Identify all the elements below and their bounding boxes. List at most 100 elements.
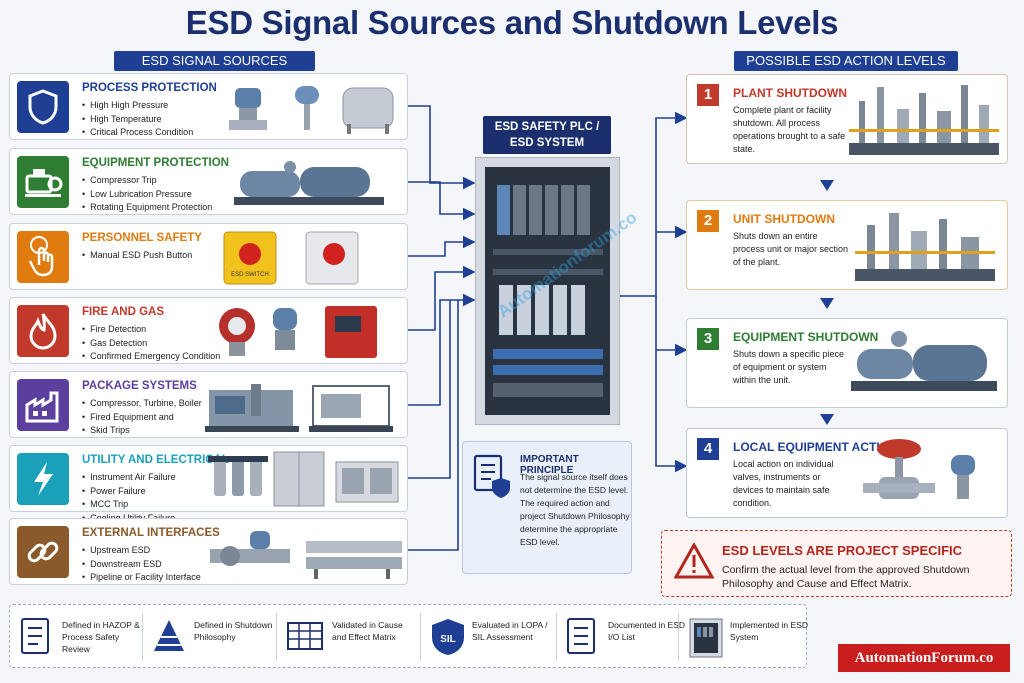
svg-text:SIL: SIL <box>440 634 456 645</box>
divider <box>678 613 679 661</box>
package-skids-image <box>205 384 393 432</box>
level-number: 4 <box>697 438 719 460</box>
warning-body: Confirm the actual level from the approv… <box>722 564 970 590</box>
connector-package <box>408 293 476 406</box>
source-items: Compressor, Turbine, BoilerFired Equipme… <box>82 397 202 438</box>
checklist-shield-icon <box>473 454 510 498</box>
source-fire-and-gas: FIRE AND GAS Fire DetectionGas Detection… <box>9 297 408 364</box>
source-items: Fire DetectionGas DetectionConfirmed Eme… <box>82 323 220 364</box>
source-process-protection: PROCESS PROTECTION High High PressureHig… <box>9 73 408 140</box>
lifecycle-item: Defined in HAZOP & Process Safety Review <box>14 605 142 669</box>
level-title: LOCAL EQUIPMENT ACTION <box>733 440 898 454</box>
hand-press-icon <box>17 231 69 283</box>
principle-body: The signal source itself does not determ… <box>520 472 630 547</box>
important-principle-box: IMPORTANT PRINCIPLE The signal source it… <box>462 441 632 574</box>
level-plant-shutdown: 1 PLANT SHUTDOWN Complete plant or facil… <box>686 74 1008 164</box>
plant-image <box>849 85 999 155</box>
level-title: EQUIPMENT SHUTDOWN <box>733 330 879 344</box>
lifecycle-strip: Defined in HAZOP & Process Safety Review… <box>9 604 808 669</box>
level-description: Shuts down a specific piece of equipment… <box>733 349 845 385</box>
source-items: Compressor TripLow Lubrication PressureR… <box>82 174 212 215</box>
level-number: 3 <box>697 328 719 350</box>
brand-logo: AutomationForum.co <box>838 644 1010 672</box>
cabinet-icon <box>689 618 723 658</box>
lifecycle-item: SIL Evaluated in LOPA / SIL Assessment <box>424 605 552 669</box>
divider <box>142 613 143 661</box>
pyramid-icon <box>154 620 184 651</box>
source-title: PROCESS PROTECTION <box>82 82 217 94</box>
source-items: High High PressureHigh TemperatureCritic… <box>82 99 193 140</box>
level-number: 2 <box>697 210 719 232</box>
level-description: Complete plant or facility shutdown. All… <box>733 105 846 154</box>
document-list-icon <box>567 618 595 654</box>
level-title: UNIT SHUTDOWN <box>733 212 835 226</box>
source-items: Upstream ESDDownstream ESDPipeline or Fa… <box>82 544 201 585</box>
connector-utility <box>408 300 451 479</box>
factory-icon <box>17 379 69 431</box>
lifecycle-text: Evaluated in LOPA / SIL Assessment <box>472 620 548 642</box>
source-external-interfaces: EXTERNAL INTERFACES Upstream ESDDownstre… <box>9 518 408 585</box>
divider <box>276 613 277 661</box>
source-package-systems: PACKAGE SYSTEMS Compressor, Turbine, Boi… <box>9 371 408 438</box>
connector-process <box>408 105 476 190</box>
signal-sources-header: ESD SIGNAL SOURCES <box>114 51 315 71</box>
source-equipment-protection: EQUIPMENT PROTECTION Compressor TripLow … <box>9 148 408 215</box>
principle-title: IMPORTANT PRINCIPLE <box>520 454 579 476</box>
link-icon <box>17 526 69 578</box>
source-title: EQUIPMENT PROTECTION <box>82 157 229 169</box>
matrix-icon <box>287 622 323 650</box>
connector-fire-gas <box>408 265 476 331</box>
connector-to-levels <box>620 111 688 297</box>
source-utility-and-electrical: UTILITY AND ELECTRICAL Instrument Air Fa… <box>9 445 408 523</box>
level-unit-shutdown: 2 UNIT SHUTDOWN Shuts down an entire pro… <box>686 200 1008 290</box>
source-title: FIRE AND GAS <box>82 306 164 318</box>
connector-personnel <box>408 235 476 257</box>
utility-equipment-image <box>208 451 399 507</box>
level-description: Local action on individual valves, instr… <box>733 459 834 508</box>
compressor-icon <box>17 156 69 208</box>
page-title: ESD Signal Sources and Shutdown Levels <box>185 4 839 41</box>
project-specific-warning: ESD LEVELS ARE PROJECT SPECIFIC Confirm … <box>661 530 1012 597</box>
warning-title: ESD LEVELS ARE PROJECT SPECIFIC <box>722 543 963 558</box>
lifecycle-text: Defined in HAZOP & Process Safety Review <box>62 620 140 654</box>
connector-equipment <box>408 181 476 221</box>
unit-image <box>855 213 995 281</box>
lifecycle-item: Validated in Cause and Effect Matrix <box>280 605 418 669</box>
source-items: Instrument Air FailurePower FailureMCC T… <box>82 471 176 525</box>
flame-icon <box>17 305 69 357</box>
connector-external <box>408 300 459 551</box>
warning-triangle-icon <box>674 543 714 579</box>
level-number: 1 <box>697 84 719 106</box>
pipeline-image <box>210 531 402 579</box>
source-title: PERSONNEL SAFETY <box>82 232 202 244</box>
level-equipment-shutdown: 3 EQUIPMENT SHUTDOWN Shuts down a specif… <box>686 318 1008 408</box>
level-arrow <box>820 414 834 425</box>
source-title: PACKAGE SYSTEMS <box>82 380 197 392</box>
source-title: EXTERNAL INTERFACES <box>82 527 220 539</box>
source-personnel-safety: PERSONNEL SAFETY Manual ESD Push Button … <box>9 223 408 290</box>
shield-icon <box>17 81 69 133</box>
action-levels-header: POSSIBLE ESD ACTION LEVELS <box>734 51 958 71</box>
esd-plc-label: ESD SAFETY PLC / ESD SYSTEM <box>483 116 611 154</box>
valve-image <box>863 439 975 499</box>
level-arrow <box>820 180 834 191</box>
lifecycle-text: Documented in ESD I/O List <box>608 620 686 642</box>
esd-plc-cabinet <box>475 157 620 425</box>
process-instruments-image <box>229 86 394 134</box>
lifecycle-item: Documented in ESD I/O List <box>560 605 685 669</box>
lifecycle-text: Defined in Shutdown Philosophy <box>194 620 273 642</box>
level-description: Shuts down an entire process unit or maj… <box>733 231 849 267</box>
lifecycle-item: Implemented in ESD System <box>682 605 808 669</box>
level-arrow <box>820 298 834 309</box>
divider <box>556 613 557 661</box>
compressor-image <box>234 161 384 205</box>
lifecycle-item: Defined in Shutdown Philosophy <box>146 605 274 669</box>
checklist-icon <box>21 618 49 654</box>
source-title: UTILITY AND ELECTRICAL <box>82 454 229 466</box>
equipment-image <box>851 331 997 391</box>
sil-shield-icon: SIL <box>432 619 464 655</box>
level-local-equipment-action: 4 LOCAL EQUIPMENT ACTION Local action on… <box>686 428 1008 518</box>
source-items: Manual ESD Push Button <box>82 249 192 263</box>
esd-push-button-image: ESD SWITCH <box>223 231 359 285</box>
